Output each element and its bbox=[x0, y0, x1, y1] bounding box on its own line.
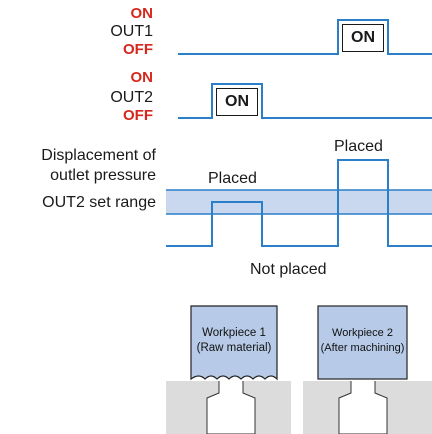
workpiece-1 bbox=[190, 305, 278, 381]
workpiece-1-line1: Workpiece 1 bbox=[202, 327, 266, 339]
displacement-label-line1: Displacement of bbox=[41, 147, 156, 164]
workpiece-1-text: Workpiece 1 (Raw material) bbox=[191, 326, 277, 356]
workpiece-2-text: Workpiece 2 (After machining) bbox=[318, 326, 407, 356]
not-placed-label: Not placed bbox=[250, 261, 327, 278]
placed-high-label: Placed bbox=[334, 138, 383, 155]
out1-waveform bbox=[178, 19, 432, 55]
out2-on-pulse-label: ON bbox=[216, 88, 258, 116]
out1-on-label: ON bbox=[130, 5, 154, 22]
out2-off-label: OFF bbox=[123, 107, 153, 124]
workpiece-2-line2: (After machining) bbox=[320, 342, 405, 354]
displacement-label-line2: outlet pressure bbox=[50, 167, 156, 184]
out2-on-label: ON bbox=[130, 69, 154, 86]
workpiece-2 bbox=[317, 305, 408, 380]
workpiece-2-line1: Workpiece 2 bbox=[332, 327, 393, 339]
air-passage-1 bbox=[206, 381, 256, 434]
air-passage-2 bbox=[338, 381, 388, 434]
workpiece-1-line2: (Raw material) bbox=[196, 342, 272, 354]
set-range-label: OUT2 set range bbox=[42, 194, 156, 211]
placed-low-label: Placed bbox=[208, 170, 257, 187]
out1-off-label: OFF bbox=[123, 41, 153, 58]
displacement-waveform bbox=[166, 159, 432, 247]
out1-name-label: OUT1 bbox=[110, 23, 153, 40]
out2-name-label: OUT2 bbox=[110, 89, 153, 106]
out1-on-pulse-label: ON bbox=[342, 24, 384, 52]
out2-waveform bbox=[178, 83, 432, 119]
set-range-band bbox=[166, 190, 432, 214]
